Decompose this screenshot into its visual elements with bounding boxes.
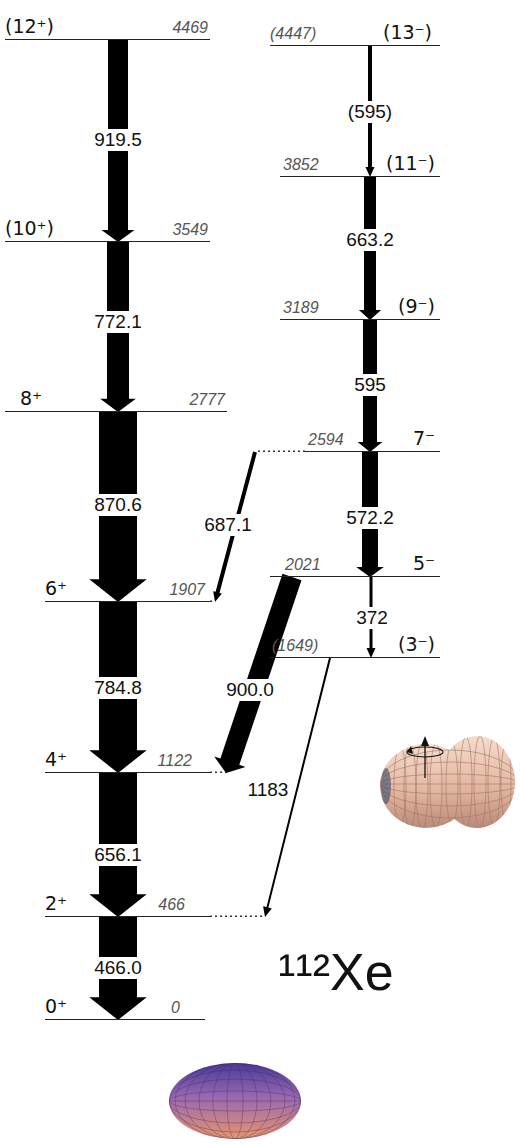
level-energy: 466 [158,896,185,914]
spin-parity: (12⁺) [5,15,54,37]
spin-parity: 5⁻ [413,552,435,574]
gamma-energy: 784.8 [92,677,144,699]
gamma-transition [210,658,331,917]
level-energy: 3189 [283,299,319,317]
energy-level: 2594 7⁻ [305,426,440,452]
gamma-energy: 900.0 [224,679,276,701]
energy-level: 6⁺ 1907 [45,576,210,602]
spin-parity: (10⁺) [5,217,54,239]
gamma-transition [210,574,302,773]
gamma-energy: 372 [354,607,390,629]
gamma-transition [89,602,146,773]
spin-parity: (9⁻) [398,295,435,317]
spin-parity: (11⁻) [386,152,435,174]
gamma-transition [89,412,146,602]
gamma-energy: 572.2 [344,507,396,529]
energy-level: 4⁺ 1122 [45,747,210,773]
gamma-energy: 870.6 [92,494,144,516]
gamma-energy: 687.1 [202,514,254,536]
spin-parity: 2⁺ [45,892,67,914]
energy-level: 0⁺ 0 [45,994,205,1020]
energy-level: (1649) (3⁻) [270,632,440,658]
gamma-energy: 663.2 [344,229,396,251]
level-energy: 4469 [172,19,208,37]
level-energy: 2594 [308,431,344,449]
level-energy: 3852 [283,156,319,174]
octupole-shape [380,736,520,829]
spin-parity: 0⁺ [45,995,67,1017]
level-energy: 3549 [172,221,208,239]
energy-level: (12⁺) 4469 [5,14,210,40]
level-energy: 2021 [285,556,321,574]
energy-level: (10⁺) 3549 [5,216,210,242]
level-energy: 0 [171,999,180,1017]
level-energy: 1907 [169,581,205,599]
spin-parity: 8⁺ [20,387,42,409]
level-energy: 2777 [189,391,225,409]
spin-parity: 6⁺ [45,577,67,599]
gamma-energy: 1183 [246,779,291,801]
gamma-energy: 772.1 [92,311,144,333]
gamma-energy: 919.5 [92,129,144,151]
energy-level: 3852 (11⁻) [280,151,440,177]
energy-level: 2021 5⁻ [270,551,440,577]
gamma-transition [89,917,146,1020]
energy-level: 2⁺ 466 [45,891,210,917]
gamma-energy: 466.0 [92,957,144,979]
spin-parity: 7⁻ [413,427,435,449]
spin-parity: 4⁺ [45,748,67,770]
gamma-transition [89,773,146,917]
nucleus-name: ¹¹²Xe [278,942,394,1002]
energy-level: 8⁺ 2777 [5,386,227,412]
level-energy: 1122 [158,752,192,770]
level-energy: (4447) [270,25,316,43]
spin-parity: (3⁻) [398,633,435,655]
gamma-energy: 656.1 [92,844,144,866]
gamma-energy: (595) [346,101,394,123]
level-energy: (1649) [272,637,318,655]
gamma-energy: 595 [352,374,388,396]
prolate-shape [168,1063,302,1139]
spin-parity: (13⁻) [383,21,432,43]
energy-level: (4447) (13⁻) [270,20,440,46]
energy-level: 3189 (9⁻) [280,294,440,320]
